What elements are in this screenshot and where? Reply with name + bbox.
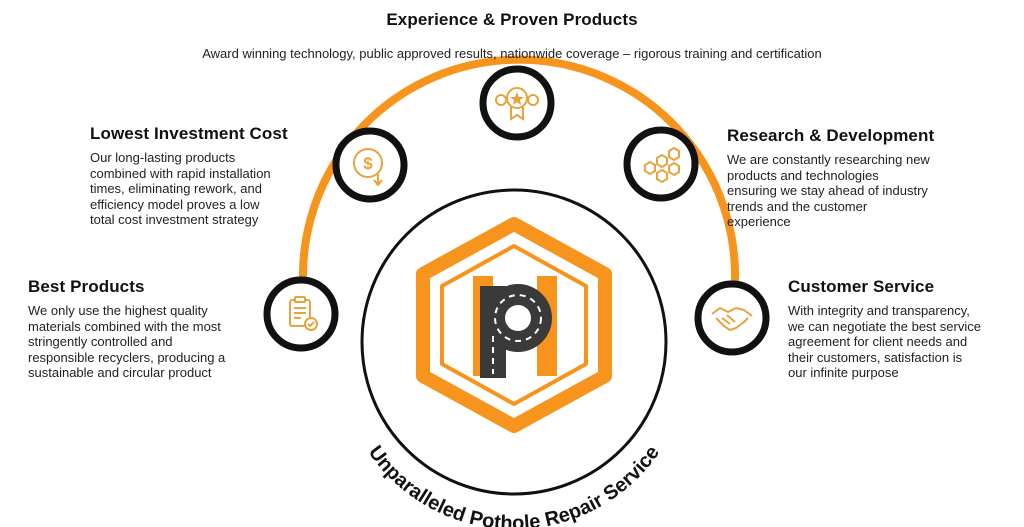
best-products-block: Best Products We only use the highest qu… [28, 277, 273, 381]
node-best-products [263, 276, 339, 352]
text-line: trends and the customer [727, 198, 868, 214]
node-experience [479, 65, 555, 141]
road-p-icon [480, 284, 552, 378]
text-line: ensuring we stay ahead of industry [727, 183, 928, 199]
text-line: We only use the highest quality [28, 303, 208, 318]
text-line: products and technologies [727, 167, 879, 183]
text-line: materials combined with the most [28, 318, 221, 334]
customer-service-title: Customer Service [788, 277, 935, 296]
text-line: With integrity and transparency, [788, 303, 970, 318]
text-line: experience [727, 214, 791, 230]
text-line: we can negotiate the best service [788, 318, 981, 334]
text-line: stringently controlled and [28, 334, 173, 350]
experience-text: Award winning technology, public approve… [202, 46, 822, 61]
award-ribbon-icon [495, 87, 539, 121]
lowest-cost-block: Lowest Investment Cost Our long-lasting … [90, 124, 325, 228]
connector-arc [299, 55, 739, 309]
node-lowest-cost: $ [332, 127, 408, 203]
research-block: Research & Development We are constantly… [727, 126, 972, 230]
text-line: sustainable and circular product [28, 365, 212, 381]
customer-service-block: Customer Service With integrity and tran… [788, 277, 1018, 381]
text-line: responsible recyclers, producing a [28, 349, 226, 365]
hexagons-icon [644, 146, 680, 184]
lowest-cost-text: Our long-lasting products combined with … [90, 150, 325, 228]
node-research [623, 126, 699, 202]
best-products-title: Best Products [28, 277, 145, 296]
text-line: efficiency model proves a low [90, 196, 260, 212]
text-line: our infinite purpose [788, 365, 899, 381]
clipboard-check-icon [289, 296, 318, 331]
research-title: Research & Development [727, 126, 935, 145]
experience-title: Experience & Proven Products [386, 10, 638, 29]
text-line: agreement for client needs and [788, 334, 968, 350]
lowest-cost-title: Lowest Investment Cost [90, 124, 288, 143]
text-line: their customers, satisfaction is [788, 349, 963, 365]
pothole-logo [416, 217, 612, 433]
research-text: We are constantly researching new produc… [727, 152, 972, 230]
text-line: We are constantly researching new [727, 152, 930, 167]
logo-inner-hexagon [440, 244, 588, 406]
text-line: times, eliminating rework, and [90, 181, 262, 197]
svg-text:$: $ [363, 154, 373, 173]
logo-outer-hexagon [416, 217, 612, 433]
text-line: combined with rapid installation [90, 165, 271, 181]
text-line: Our long-lasting products [90, 150, 236, 165]
node-customer-service [694, 280, 770, 356]
handshake-icon [711, 307, 753, 331]
best-products-text: We only use the highest quality material… [28, 303, 273, 381]
dollar-coin-icon: $ [353, 148, 383, 187]
customer-service-text: With integrity and transparency, we can … [788, 303, 1018, 381]
text-line: total cost investment strategy [90, 212, 259, 228]
experience-block: Experience & Proven Products Award winni… [112, 10, 912, 62]
